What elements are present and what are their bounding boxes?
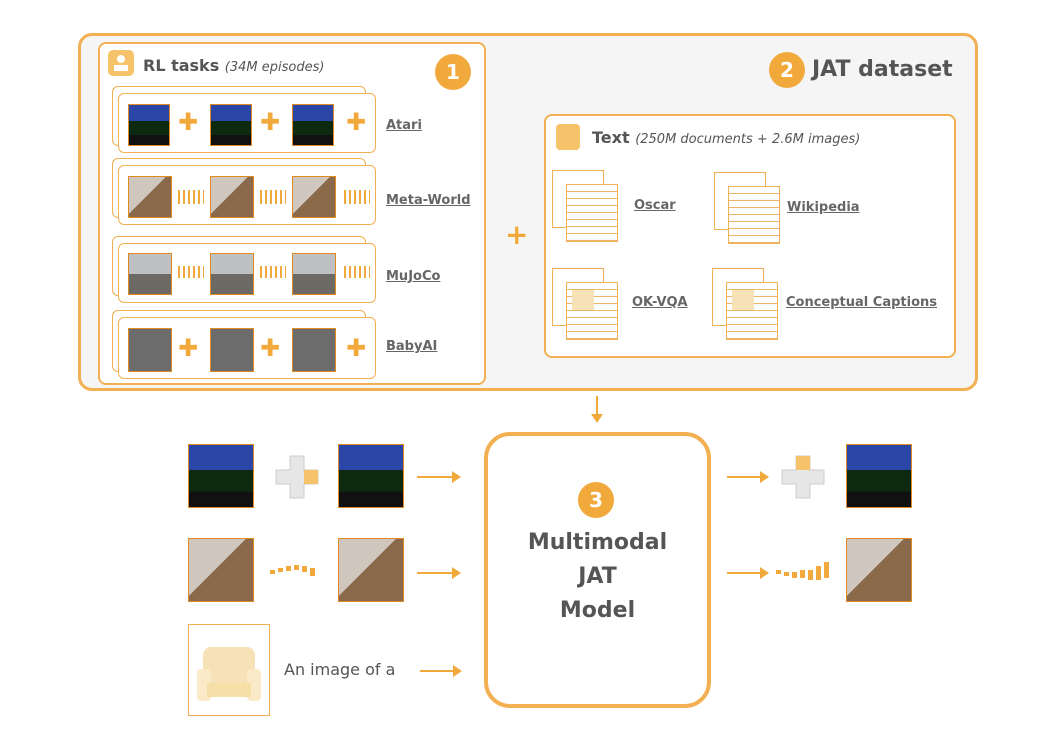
action-bars-icon bbox=[178, 266, 204, 278]
text-title: Text (250M documents + 2.6M images) bbox=[592, 128, 861, 147]
input-arrow bbox=[420, 665, 462, 677]
atari-frame bbox=[210, 104, 252, 146]
output-action-bars-icon bbox=[776, 562, 832, 584]
action-token-icon: ✚ bbox=[178, 108, 199, 136]
input-action-token-icon bbox=[274, 454, 320, 500]
input-arrow bbox=[417, 471, 461, 483]
caption-prefix: An image of a bbox=[284, 660, 396, 679]
model-title: Multimodal JAT Model bbox=[527, 530, 668, 623]
plus-sign: + bbox=[505, 218, 529, 251]
document-icon bbox=[556, 124, 580, 150]
output-robot-frame bbox=[846, 538, 912, 602]
text-source-okvqa: OK-VQA bbox=[632, 295, 688, 310]
babyai-frame bbox=[292, 328, 336, 372]
babyai-frame bbox=[210, 328, 254, 372]
action-bars-icon bbox=[260, 190, 286, 204]
input-chair-image bbox=[188, 624, 270, 716]
doc-stack-front bbox=[566, 184, 618, 242]
step-1-badge: 1 bbox=[435, 54, 471, 90]
rl-tasks-title: RL tasks (34M episodes) bbox=[143, 56, 325, 75]
image-icon bbox=[572, 290, 594, 310]
jat-model-box bbox=[484, 432, 711, 708]
input-arrow bbox=[417, 567, 461, 579]
output-atari-frame bbox=[846, 444, 912, 508]
text-source-oscar: Oscar bbox=[634, 198, 676, 213]
action-token-icon: ✚ bbox=[178, 334, 199, 362]
action-token-icon: ✚ bbox=[346, 334, 367, 362]
action-bars-icon bbox=[344, 190, 370, 204]
action-token-icon: ✚ bbox=[346, 108, 367, 136]
action-token-icon: ✚ bbox=[260, 108, 281, 136]
input-robot-frame bbox=[338, 538, 404, 602]
action-token-icon: ✚ bbox=[260, 334, 281, 362]
mujoco-frame bbox=[292, 253, 336, 295]
metaworld-frame bbox=[210, 176, 254, 218]
metaworld-frame bbox=[128, 176, 172, 218]
dataset-title: JAT dataset bbox=[812, 57, 953, 82]
task-label-metaworld: Meta-World bbox=[386, 193, 471, 208]
input-atari-frame bbox=[338, 444, 404, 508]
step-2-badge: 2 bbox=[769, 52, 805, 88]
text-source-wikipedia: Wikipedia bbox=[787, 200, 860, 215]
doc-stack-front bbox=[728, 186, 780, 244]
task-label-atari: Atari bbox=[386, 118, 422, 133]
image-icon bbox=[732, 290, 754, 310]
input-action-bars-icon bbox=[270, 562, 324, 578]
atari-frame bbox=[128, 104, 170, 146]
text-source-conceptual-captions: Conceptual Captions bbox=[786, 295, 937, 310]
down-arrow-head bbox=[591, 414, 603, 423]
step-3-badge: 3 bbox=[578, 482, 614, 518]
metaworld-frame bbox=[292, 176, 336, 218]
atari-frame bbox=[292, 104, 334, 146]
input-robot-frame bbox=[188, 538, 254, 602]
mujoco-frame bbox=[210, 253, 254, 295]
output-arrow bbox=[727, 471, 769, 483]
babyai-frame bbox=[128, 328, 172, 372]
output-action-token-icon bbox=[780, 454, 826, 500]
action-bars-icon bbox=[344, 266, 370, 278]
task-label-babyai: BabyAI bbox=[386, 339, 438, 354]
mujoco-frame bbox=[128, 253, 172, 295]
task-label-mujoco: MuJoCo bbox=[386, 269, 441, 284]
action-bars-icon bbox=[260, 266, 286, 278]
input-atari-frame bbox=[188, 444, 254, 508]
action-bars-icon bbox=[178, 190, 204, 204]
down-arrow bbox=[596, 396, 598, 418]
rl-tasks-icon bbox=[108, 50, 134, 76]
output-arrow bbox=[727, 567, 769, 579]
